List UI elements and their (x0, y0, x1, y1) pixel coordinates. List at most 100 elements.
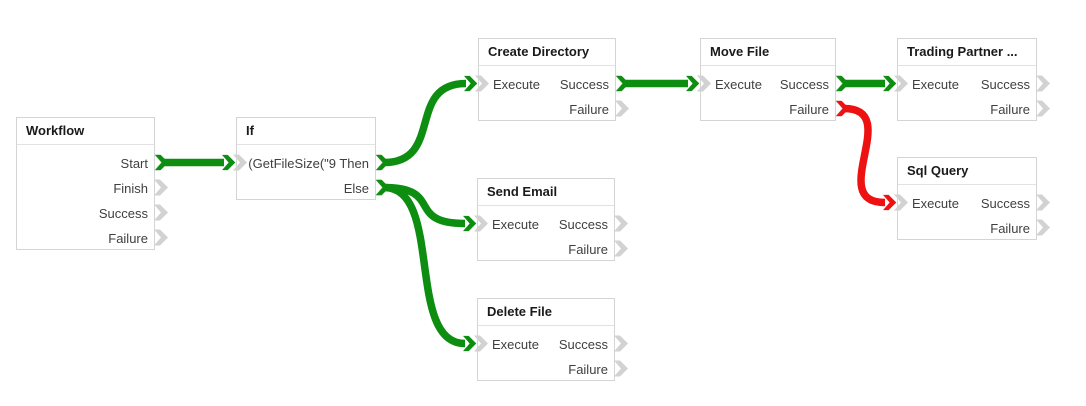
port-trading-partner-failure-icon[interactable] (1036, 100, 1050, 117)
node-row: Success (17, 201, 154, 226)
port-if-else-icon[interactable] (375, 179, 389, 196)
port-label-move-file-success: Success (779, 77, 829, 92)
port-label-send-email-success: Success (558, 217, 608, 232)
port-label-sql-query-success: Success (980, 196, 1030, 211)
node-row: Else (237, 176, 375, 201)
port-if-getfilesize-9-then-icon[interactable] (375, 154, 389, 171)
port-label-delete-file-success: Success (558, 337, 608, 352)
port-trading-partner-in-icon[interactable] (894, 75, 908, 92)
port-delete-file-success-icon[interactable] (614, 335, 628, 352)
connector-if-then-to-create-directory-source-arrow-icon (376, 154, 390, 171)
port-label-delete-file-failure: Failure (568, 362, 608, 377)
connector-create-directory-success-to-move-file-arrowhead-icon (686, 75, 700, 92)
connector-workflow-start-to-if-source-arrow-icon (155, 154, 169, 171)
node-row: Execute Success (898, 191, 1036, 216)
port-label-send-email-failure: Failure (568, 242, 608, 257)
port-label-sql-query-failure: Failure (990, 221, 1030, 236)
node-title-create-directory: Create Directory (479, 39, 615, 66)
connector-if-else-to-delete-file-source-arrow-icon (376, 179, 390, 196)
connector-move-file-failure-to-sql-query[interactable] (843, 104, 886, 207)
port-label-create-directory-success: Success (559, 77, 609, 92)
port-sql-query-success-icon[interactable] (1036, 194, 1050, 211)
port-trading-partner-success-icon[interactable] (1036, 75, 1050, 92)
port-delete-file-failure-icon[interactable] (614, 360, 628, 377)
port-create-directory-in-icon[interactable] (475, 75, 489, 92)
connector-if-else-to-delete-file[interactable] (383, 183, 466, 348)
node-row: (GetFileSize("9 Then (237, 151, 375, 176)
port-move-file-failure-icon[interactable] (835, 100, 849, 117)
node-row: Failure (478, 357, 614, 382)
port-label-workflow-success: Success (98, 206, 148, 221)
node-row: Execute Success (478, 332, 614, 357)
port-move-file-in-icon[interactable] (697, 75, 711, 92)
node-title-delete-file: Delete File (478, 299, 614, 326)
node-title-if: If (237, 118, 375, 145)
port-if-in-icon[interactable] (233, 154, 247, 171)
node-title-workflow: Workflow (17, 118, 154, 145)
port-move-file-success-icon[interactable] (835, 75, 849, 92)
port-create-directory-failure-icon[interactable] (615, 100, 629, 117)
port-send-email-success-icon[interactable] (614, 215, 628, 232)
port-delete-file-in-icon[interactable] (474, 335, 488, 352)
node-row: Execute Success (701, 72, 835, 97)
port-workflow-start-icon[interactable] (154, 154, 168, 171)
node-row: Failure (17, 226, 154, 251)
connector-if-else-to-delete-file-arrowhead-icon (463, 335, 477, 352)
port-label-delete-file-execute: Execute (492, 337, 539, 352)
connector-workflow-start-to-if-arrowhead-icon (222, 154, 236, 171)
port-label-trading-partner-success: Success (980, 77, 1030, 92)
port-label-trading-partner-failure: Failure (990, 102, 1030, 117)
connector-move-file-failure-to-sql-query-source-arrow-icon (836, 100, 850, 117)
node-row: Finish (17, 176, 154, 201)
port-sql-query-failure-icon[interactable] (1036, 219, 1050, 236)
port-label-workflow-finish: Finish (113, 181, 148, 196)
port-workflow-finish-icon[interactable] (154, 179, 168, 196)
port-label-send-email-execute: Execute (492, 217, 539, 232)
node-row: Failure (478, 237, 614, 262)
port-create-directory-success-icon[interactable] (615, 75, 629, 92)
port-send-email-failure-icon[interactable] (614, 240, 628, 257)
node-row: Failure (479, 97, 615, 122)
connector-create-directory-success-to-move-file-source-arrow-icon (616, 75, 630, 92)
port-label-workflow-start: Start (120, 156, 148, 171)
connector-if-then-to-create-directory[interactable] (383, 79, 467, 167)
node-title-move-file: Move File (701, 39, 835, 66)
node-row: Execute Success (479, 72, 615, 97)
connector-if-else-to-send-email-arrowhead-icon (463, 215, 477, 232)
port-send-email-in-icon[interactable] (474, 215, 488, 232)
port-label-create-directory-execute: Execute (493, 77, 540, 92)
node-row: Start (17, 151, 154, 176)
connector-move-file-success-to-trading-partner-source-arrow-icon (836, 75, 850, 92)
port-label-move-file-execute: Execute (715, 77, 762, 92)
port-workflow-success-icon[interactable] (154, 204, 168, 221)
port-label-workflow-failure: Failure (108, 231, 148, 246)
port-label-if-else: Else (343, 181, 369, 196)
port-label-move-file-failure: Failure (789, 102, 829, 117)
port-label-trading-partner-execute: Execute (912, 77, 959, 92)
node-row: Failure (898, 216, 1036, 241)
node-row: Execute Success (478, 212, 614, 237)
port-label-if-getfilesize-9-then: (GetFileSize("9 Then (248, 156, 369, 171)
node-row: Failure (701, 97, 835, 122)
connector-if-then-to-create-directory-arrowhead-icon (464, 75, 478, 92)
port-label-sql-query-execute: Execute (912, 196, 959, 211)
node-title-send-email: Send Email (478, 179, 614, 206)
node-row: Execute Success (898, 72, 1036, 97)
connector-move-file-failure-to-sql-query-arrowhead-icon (883, 194, 897, 211)
port-sql-query-in-icon[interactable] (894, 194, 908, 211)
connector-move-file-success-to-trading-partner-arrowhead-icon (883, 75, 897, 92)
node-title-trading-partner: Trading Partner ... (898, 39, 1036, 66)
port-label-create-directory-failure: Failure (569, 102, 609, 117)
port-workflow-failure-icon[interactable] (154, 229, 168, 246)
node-title-sql-query: Sql Query (898, 158, 1036, 185)
